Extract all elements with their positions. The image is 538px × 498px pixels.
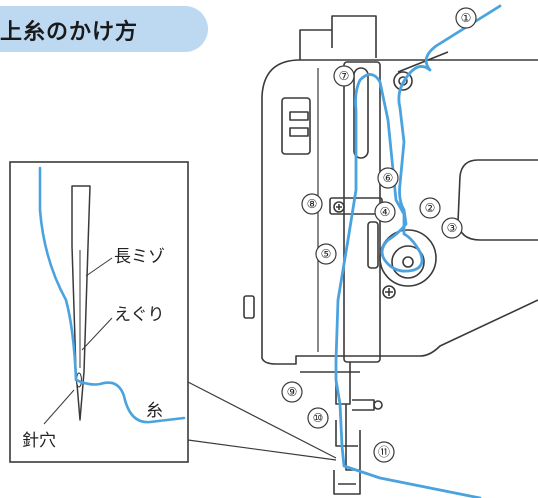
svg-text:⑧: ⑧ (307, 197, 318, 211)
svg-text:①: ① (461, 11, 472, 25)
svg-text:③: ③ (447, 221, 458, 235)
step-markers: ① ⑦ ⑥ ⑧ ④ ② ③ ⑤ ⑨ ⑩ ⑪ (281, 7, 477, 463)
svg-text:②: ② (425, 201, 436, 215)
svg-text:⑤: ⑤ (321, 247, 332, 261)
needle-shape (71, 185, 91, 421)
sewing-machine (243, 15, 538, 495)
page-title: 上糸のかけ方 (0, 20, 139, 45)
title-banner (0, 6, 208, 52)
svg-text:④: ④ (380, 205, 391, 219)
step-2-marker: ② (419, 197, 441, 219)
step-11-marker: ⑪ (373, 441, 395, 463)
needle-eye-label: 針穴 (22, 431, 56, 451)
inset-thread (38, 166, 186, 424)
step-6-marker: ⑥ (377, 167, 399, 189)
svg-text:⑩: ⑩ (313, 411, 324, 425)
svg-text:⑦: ⑦ (339, 69, 350, 83)
step-3-marker: ③ (441, 217, 463, 239)
svg-text:⑥: ⑥ (383, 171, 394, 185)
step-8-marker: ⑧ (301, 193, 323, 215)
scarf-label: えぐり (114, 305, 165, 325)
step-5-marker: ⑤ (315, 243, 337, 265)
upper-thread-path (334, 4, 502, 498)
step-1-marker: ① (455, 7, 477, 29)
thread-label: 糸 (146, 401, 163, 421)
step-4-marker: ④ (374, 201, 396, 223)
step-10-marker: ⑩ (307, 407, 329, 429)
svg-text:⑪: ⑪ (378, 445, 390, 459)
step-9-marker: ⑨ (281, 381, 303, 403)
step-7-marker: ⑦ (333, 65, 355, 87)
needle-inset: 長ミゾ えぐり 糸 針穴 (9, 161, 337, 463)
svg-text:⑨: ⑨ (287, 385, 298, 399)
long-groove-label: 長ミゾ (114, 247, 165, 267)
